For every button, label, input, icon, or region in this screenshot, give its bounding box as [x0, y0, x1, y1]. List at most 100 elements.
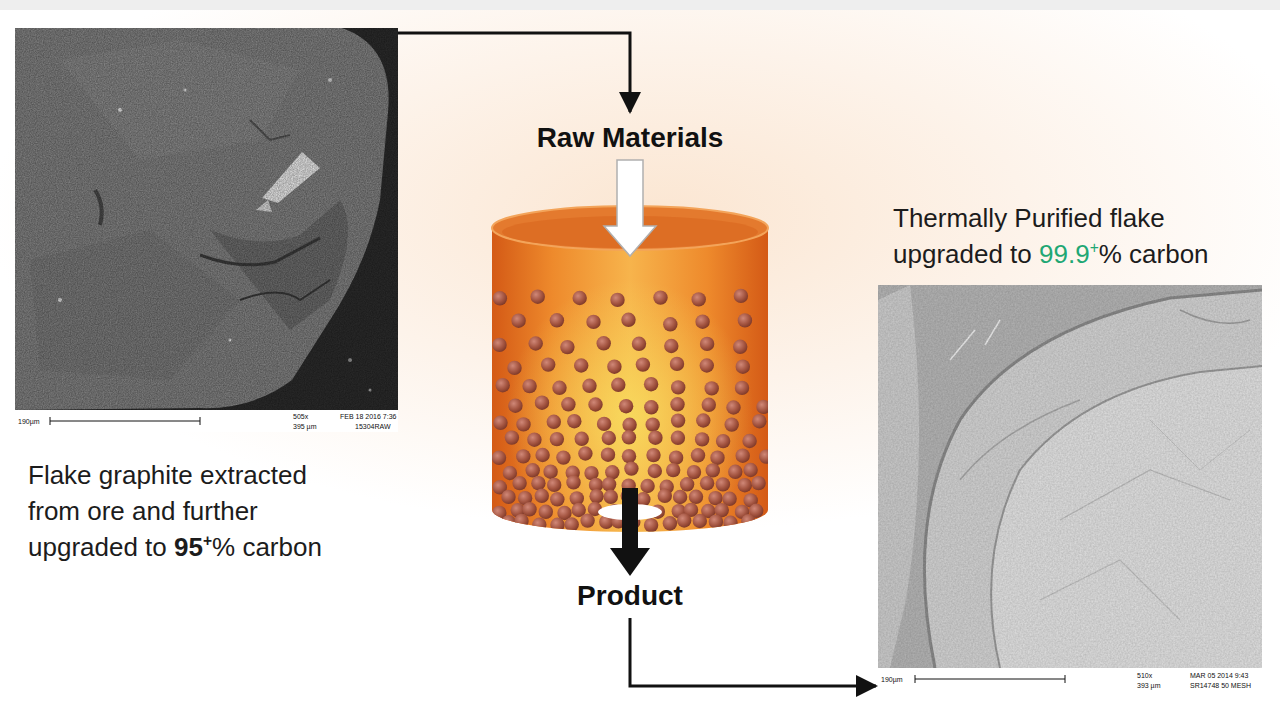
bead	[516, 417, 530, 431]
micrograph-data: 15304RAW	[355, 422, 391, 431]
bead	[663, 516, 677, 530]
bead	[738, 313, 752, 327]
bead	[561, 397, 575, 411]
bead	[695, 432, 709, 446]
feed-arrow	[604, 160, 656, 256]
discharge-arrowhead	[610, 548, 650, 576]
bead	[566, 475, 580, 489]
bead	[501, 490, 515, 504]
bead	[496, 378, 510, 392]
bead	[602, 431, 616, 445]
bead	[733, 340, 747, 354]
bead	[622, 449, 636, 463]
bead	[735, 381, 749, 395]
discharge-arrow	[622, 488, 638, 550]
bead	[619, 399, 633, 413]
bead	[492, 451, 506, 465]
bead	[597, 417, 611, 431]
bead	[539, 505, 553, 519]
bead	[573, 291, 587, 305]
bead	[671, 380, 685, 394]
bead	[702, 398, 716, 412]
bead	[756, 400, 770, 414]
bead	[759, 449, 773, 463]
bead	[550, 313, 564, 327]
bead	[493, 416, 507, 430]
bead	[741, 514, 755, 528]
bead	[575, 432, 589, 446]
bead	[552, 381, 566, 395]
bead	[582, 379, 596, 393]
bead	[604, 490, 618, 504]
bead	[695, 315, 709, 329]
bead	[493, 291, 507, 305]
figure-value: 99.9	[1039, 239, 1090, 269]
bead	[607, 360, 621, 374]
bead	[632, 337, 646, 351]
bead	[512, 476, 526, 490]
bead	[508, 399, 522, 413]
micrograph-data: 393 µm	[1137, 681, 1161, 690]
flow-arrow	[630, 618, 876, 686]
micrograph-data: 505x	[293, 412, 308, 421]
plus-sign: +	[1090, 239, 1099, 256]
bead	[586, 315, 600, 329]
bead	[550, 518, 564, 532]
micrograph-data: 190µm	[881, 675, 903, 684]
bead	[531, 476, 545, 490]
bead	[621, 313, 635, 327]
bead	[526, 463, 540, 477]
bead	[644, 377, 658, 391]
bead	[547, 415, 561, 429]
bead	[516, 449, 530, 463]
bead	[736, 360, 750, 374]
bead	[677, 513, 691, 527]
bead	[611, 378, 625, 392]
bead	[624, 461, 638, 475]
bead	[550, 432, 564, 446]
bead	[532, 518, 546, 532]
bead	[502, 515, 516, 529]
bead	[689, 490, 703, 504]
caption-text: Thermally Purified flake upgraded to 99.…	[893, 200, 1253, 272]
sem-raw-flake	[15, 28, 398, 432]
bead	[725, 417, 739, 431]
bead	[541, 357, 555, 371]
bead	[734, 289, 748, 303]
bead	[743, 463, 757, 477]
bead	[567, 414, 581, 428]
bead	[709, 515, 723, 529]
bead	[692, 292, 706, 306]
bead	[646, 417, 660, 431]
bead	[580, 513, 594, 527]
bead	[670, 397, 684, 411]
bead	[671, 413, 685, 427]
bead	[705, 381, 719, 395]
bead	[687, 465, 701, 479]
bead	[588, 397, 602, 411]
bead	[716, 434, 730, 448]
bead	[728, 465, 742, 479]
bead	[658, 489, 672, 503]
bead	[589, 489, 603, 503]
bead	[700, 358, 714, 372]
bead	[550, 492, 564, 506]
micrograph-data: FEB 18 2016 7:36	[340, 412, 396, 421]
image-panel: Flake graphite extracted from ore and fu…	[15, 28, 398, 568]
bead	[669, 451, 683, 465]
bead	[742, 434, 756, 448]
bead	[514, 514, 528, 528]
bead	[636, 357, 650, 371]
bead	[492, 338, 506, 352]
micrograph-data: MAR 05 2014 9:43	[1190, 671, 1248, 680]
bead	[706, 463, 720, 477]
plus-sign: +	[203, 532, 212, 549]
bead	[671, 431, 685, 445]
micrograph-data: 510x	[1137, 671, 1152, 680]
bead	[529, 336, 543, 350]
bead	[640, 479, 654, 493]
bead	[653, 290, 667, 304]
bead	[723, 516, 737, 530]
micrograph-data: 190µm	[18, 417, 40, 426]
